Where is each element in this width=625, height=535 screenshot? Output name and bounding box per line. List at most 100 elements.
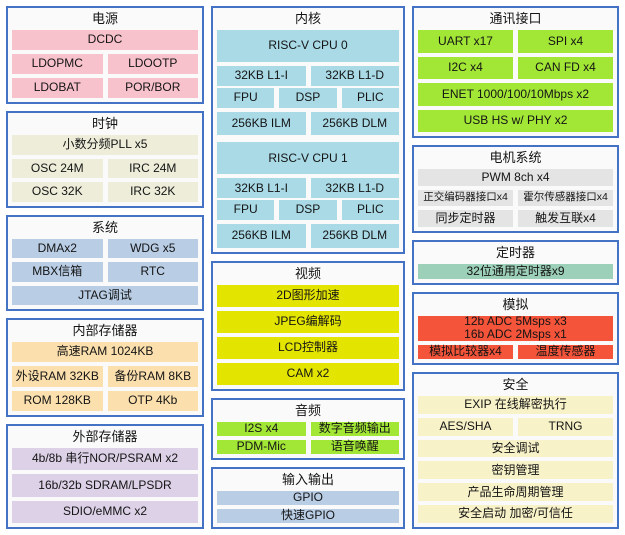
row: PWM 8ch x4 [418, 169, 613, 186]
column-left: 电源 DCDC LDOPMC LDOOTP LDOBAT POR/BOR 时钟 … [6, 6, 204, 529]
chip-block: MBX信箱 [12, 262, 103, 282]
row: UART x17 SPI x4 [418, 30, 613, 53]
row: 安全启动 加密/可信任 [418, 505, 613, 523]
row: RISC-V CPU 0 [217, 30, 399, 62]
section-title-timer: 定时器 [495, 245, 535, 260]
row: LDOPMC LDOOTP [12, 54, 198, 74]
chip-block: DCDC [12, 30, 198, 50]
chip-block: I2C x4 [418, 56, 513, 79]
row: 同步定时器 触发互联x4 [418, 210, 613, 228]
row: 4b/8b 串行NOR/PSRAM x2 [12, 448, 198, 471]
chip-block: LDOPMC [12, 54, 103, 74]
chip-block: 32KB L1-D [310, 65, 399, 86]
section-title-security: 安全 [502, 377, 529, 392]
row: 外设RAM 32KB 备份RAM 8KB [12, 366, 198, 387]
row: OSC 24M IRC 24M [12, 158, 198, 179]
row: EXIP 在线解密执行 [418, 396, 613, 414]
chip-block: 产品生命周期管理 [418, 483, 613, 502]
cpu-block: RISC-V CPU 0 [217, 30, 399, 62]
row: RISC-V CPU 1 [217, 142, 399, 175]
row: 产品生命周期管理 [418, 483, 613, 502]
adc-line-2: 16b ADC 2Msps x1 [464, 327, 567, 342]
chip-block: UART x17 [418, 30, 513, 53]
row: FPU DSP PLIC [217, 87, 399, 108]
row: 32KB L1-I 32KB L1-D [217, 65, 399, 86]
chip-block: 安全调试 [418, 439, 613, 458]
column-middle: 内核 RISC-V CPU 0 32KB L1-I 32KB L1-D FPU … [211, 6, 405, 529]
adc-block: 12b ADC 5Msps x3 16b ADC 2Msps x1 [418, 313, 613, 342]
chip-block: 2D图形加速 [217, 285, 399, 307]
row: 模拟比较器x4 温度传感器 [418, 344, 613, 359]
row: JPEG编解码 [217, 311, 399, 333]
section-title-internal-memory: 内部存储器 [72, 323, 138, 338]
chip-block: 同步定时器 [418, 210, 513, 228]
chip-block: 触发互联x4 [518, 210, 613, 228]
chip-block: JTAG调试 [12, 285, 198, 305]
chip-block: IRC 24M [107, 158, 198, 179]
chip-block: RTC [107, 262, 198, 282]
chip-block: LDOBAT [12, 78, 103, 98]
row: 小数分频PLL x5 [12, 135, 198, 155]
chip-block: 密钥管理 [418, 461, 613, 480]
chip-block: 32KB L1-D [310, 178, 399, 199]
chip-block: ENET 1000/100/10Mbps x2 [418, 83, 613, 106]
row: I2C x4 CAN FD x4 [418, 56, 613, 79]
chip-block: 4b/8b 串行NOR/PSRAM x2 [12, 448, 198, 471]
section-core: 内核 RISC-V CPU 0 32KB L1-I 32KB L1-D FPU … [211, 6, 405, 254]
adc-line-1: 12b ADC 5Msps x3 [464, 313, 567, 328]
chip-block: POR/BOR [107, 78, 198, 98]
chip-block: OSC 24M [12, 158, 103, 179]
chip-block: FPU [217, 200, 275, 221]
row: JTAG调试 [12, 285, 198, 305]
row: DMAx2 WDG x5 [12, 239, 198, 259]
chip-block: 小数分频PLL x5 [12, 135, 198, 155]
chip-block: CAN FD x4 [518, 56, 613, 79]
chip-block: DMAx2 [12, 239, 103, 259]
section-power: 电源 DCDC LDOPMC LDOOTP LDOBAT POR/BOR [6, 6, 204, 104]
row: LCD控制器 [217, 337, 399, 359]
row: AES/SHA TRNG [418, 417, 613, 436]
chip-block: DSP [279, 87, 337, 108]
chip-block: 高速RAM 1024KB [12, 342, 198, 363]
chip-block: LDOOTP [107, 54, 198, 74]
chip-block: LCD控制器 [217, 337, 399, 359]
chip-block: 模拟比较器x4 [418, 344, 513, 359]
row: I2S x4 数字音频输出 [217, 422, 399, 436]
row: 高速RAM 1024KB [12, 342, 198, 363]
section-video: 视频 2D图形加速 JPEG编解码 LCD控制器 CAM x2 [211, 261, 405, 391]
chip-block: I2S x4 [217, 422, 306, 436]
row: 快速GPIO [217, 509, 399, 523]
chip-block: AES/SHA [418, 417, 513, 436]
row: 256KB ILM 256KB DLM [217, 224, 399, 248]
chip-block: TRNG [518, 417, 613, 436]
section-system: 系统 DMAx2 WDG x5 MBX信箱 RTC JTAG调试 [6, 215, 204, 311]
row: 2D图形加速 [217, 285, 399, 307]
chip-block: 数字音频输出 [310, 422, 399, 436]
chip-block: USB HS w/ PHY x2 [418, 109, 613, 132]
row: 安全调试 [418, 439, 613, 458]
row: 256KB ILM 256KB DLM [217, 111, 399, 136]
row: OSC 32K IRC 32K [12, 182, 198, 203]
section-external-memory: 外部存储器 4b/8b 串行NOR/PSRAM x2 16b/32b SDRAM… [6, 424, 204, 529]
section-title-external-memory: 外部存储器 [72, 429, 138, 444]
row: ENET 1000/100/10Mbps x2 [418, 83, 613, 106]
chip-block: PLIC [341, 87, 399, 108]
column-right: 通讯接口 UART x17 SPI x4 I2C x4 CAN FD x4 EN… [412, 6, 619, 529]
cpu-block: RISC-V CPU 1 [217, 142, 399, 175]
chip-block: EXIP 在线解密执行 [418, 396, 613, 414]
chip-block: WDG x5 [107, 239, 198, 259]
row: 32KB L1-I 32KB L1-D [217, 178, 399, 199]
chip-block: FPU [217, 87, 275, 108]
section-title-power: 电源 [91, 11, 118, 26]
section-title-audio: 音频 [294, 403, 321, 418]
chip-block: 256KB DLM [310, 224, 399, 248]
section-title-comm: 通讯接口 [489, 11, 542, 26]
chip-block: PDM-Mic [217, 440, 306, 454]
chip-block: 256KB ILM [217, 111, 306, 136]
section-audio: 音频 I2S x4 数字音频输出 PDM-Mic 语音唤醒 [211, 398, 405, 460]
row: 16b/32b SDRAM/LPSDR [12, 474, 198, 497]
row: PDM-Mic 语音唤醒 [217, 440, 399, 454]
row: GPIO [217, 491, 399, 505]
row: MBX信箱 RTC [12, 262, 198, 282]
row: LDOBAT POR/BOR [12, 78, 198, 98]
